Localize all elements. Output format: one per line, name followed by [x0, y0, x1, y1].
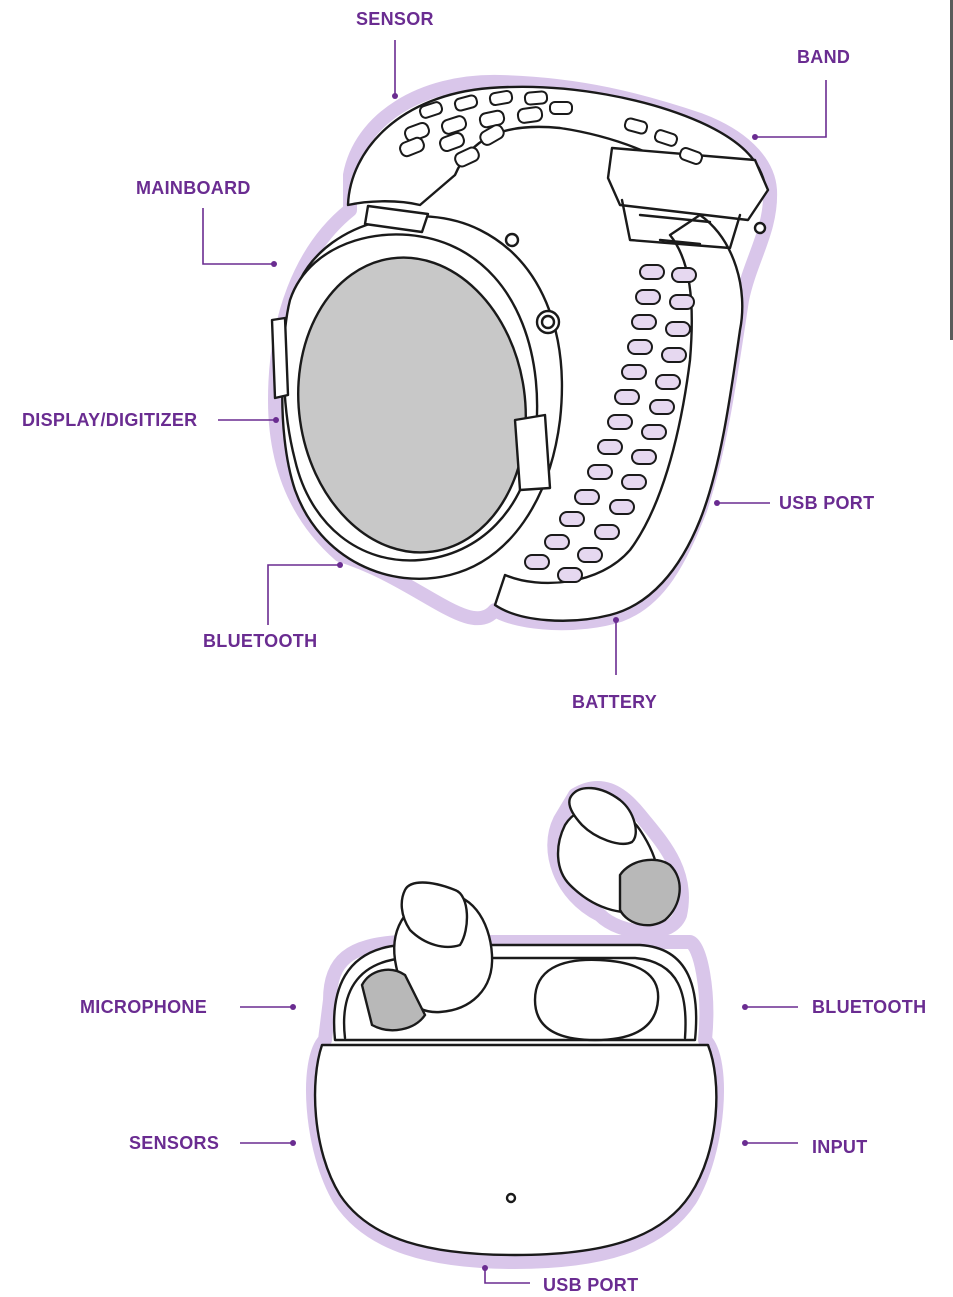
label-input: INPUT	[812, 1137, 868, 1157]
earbuds-illustration	[313, 788, 717, 1262]
label-usb-port-earbuds: USB PORT	[543, 1275, 638, 1295]
label-sensor: SENSOR	[356, 9, 434, 29]
label-microphone: MICROPHONE	[80, 997, 207, 1017]
label-sensors: SENSORS	[129, 1133, 219, 1153]
label-bluetooth-earbuds: BLUETOOTH	[812, 997, 926, 1017]
label-usb-port-watch: USB PORT	[779, 493, 874, 513]
label-display-digitizer: DISPLAY/DIGITIZER	[22, 410, 197, 430]
usb-port-hole	[507, 1194, 515, 1202]
label-mainboard: MAINBOARD	[136, 178, 251, 198]
label-bluetooth-watch: BLUETOOTH	[203, 631, 317, 651]
label-band: BAND	[797, 47, 850, 67]
smartwatch-illustration	[272, 82, 770, 623]
label-battery: BATTERY	[572, 692, 657, 712]
